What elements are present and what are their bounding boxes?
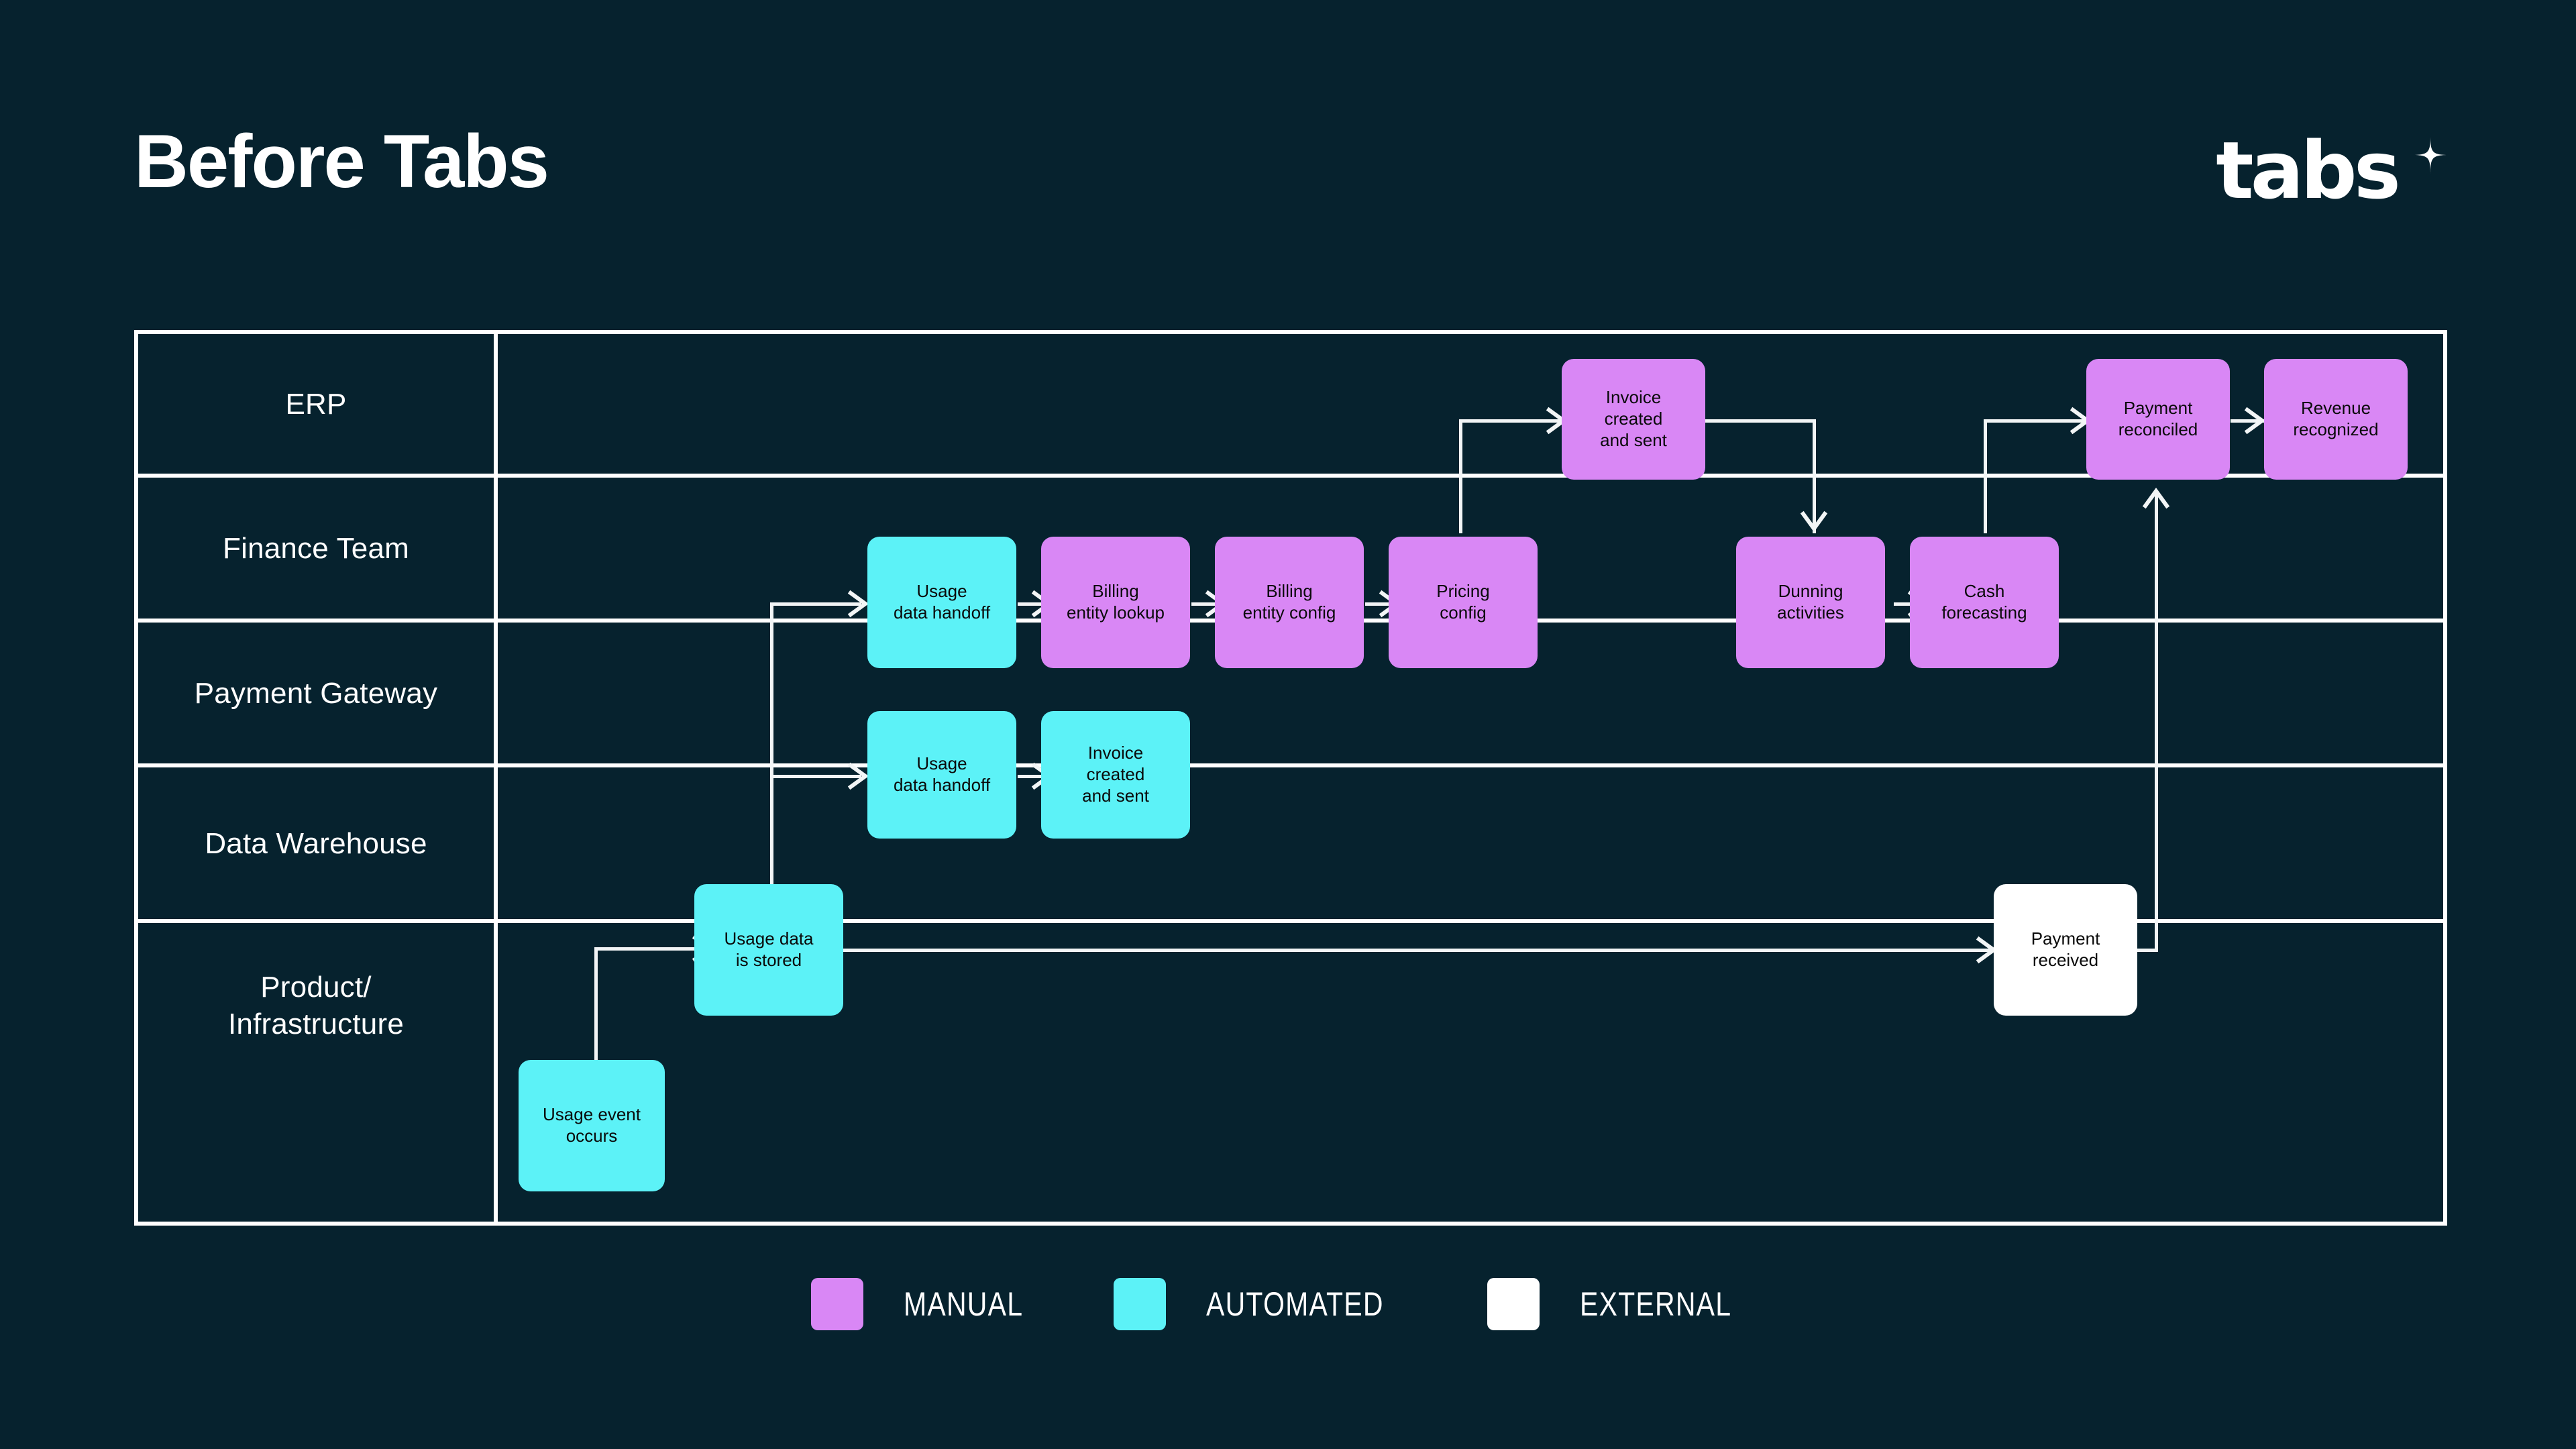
arrowhead-into-fin-usage-handoff: [847, 589, 875, 622]
node-finance-usage-data-handoff[interactable]: Usage data handoff: [867, 537, 1016, 668]
lane-divider-4: [138, 919, 2443, 923]
legend-swatch-automated: [1114, 1278, 1167, 1330]
edge-usage-stored-to-payment-received: [842, 949, 1990, 952]
edge-erp-invoice-down: [1813, 419, 1816, 533]
swimlane-frame: ERP Finance Team Payment Gateway Data Wa…: [134, 330, 2447, 1226]
lane-label-data-warehouse: Data Warehouse: [205, 826, 427, 860]
legend-item-manual: MANUAL: [810, 1278, 1049, 1330]
lane-label-finance-team: Finance Team: [223, 531, 409, 565]
node-payment-received[interactable]: Payment received: [1994, 884, 2137, 1016]
lane-label-divider: [494, 334, 498, 1222]
lane-divider-1: [138, 474, 2443, 478]
node-billing-entity-lookup[interactable]: Billing entity lookup: [1041, 537, 1190, 668]
lane-label-erp: ERP: [285, 387, 347, 421]
node-billing-entity-config[interactable]: Billing entity config: [1215, 537, 1364, 668]
edge-usage-event-right: [594, 947, 707, 951]
node-cash-forecasting[interactable]: Cash forecasting: [1910, 537, 2059, 668]
node-usage-event-occurs[interactable]: Usage event occurs: [519, 1060, 665, 1191]
arrowhead-into-pg-usage-handoff: [847, 761, 875, 794]
node-usage-data-is-stored[interactable]: Usage data is stored: [694, 884, 843, 1016]
node-gateway-usage-data-handoff[interactable]: Usage data handoff: [867, 711, 1016, 839]
lane-label-product-infrastructure: Product/ Infrastructure: [227, 970, 404, 1040]
legend-swatch-external: [1487, 1278, 1540, 1330]
edge-fin-handoff-to-lookup: [1018, 602, 1059, 606]
node-pricing-config[interactable]: Pricing config: [1389, 537, 1538, 668]
legend-label-manual: MANUAL: [903, 1285, 1024, 1323]
node-payment-reconciled[interactable]: Payment reconciled: [2086, 359, 2230, 480]
node-dunning-activities[interactable]: Dunning activities: [1736, 537, 1885, 668]
legend-item-automated: AUTOMATED: [1114, 1278, 1423, 1330]
edge-config-to-pricing: [1365, 602, 1407, 606]
arrowhead-into-dunning-activities: [1799, 510, 1829, 541]
node-revenue-recognized[interactable]: Revenue recognized: [2264, 359, 2408, 480]
edge-cash-forecasting-right: [1984, 419, 2086, 423]
legend: MANUAL AUTOMATED EXTERNAL: [0, 1278, 2576, 1330]
edge-pg-handoff-to-pg-invoice: [1018, 775, 1059, 778]
edge-cash-forecasting-up: [1984, 419, 1987, 533]
edge-pricing-right: [1459, 419, 1561, 423]
edge-usage-event-up: [594, 947, 598, 1069]
lane-divider-3: [138, 763, 2443, 767]
lane-label-payment-gateway: Payment Gateway: [194, 676, 438, 710]
edge-erp-invoice-right: [1705, 419, 1816, 423]
edge-usage-stored-trunk-up: [770, 602, 773, 887]
node-gateway-invoice-created-and-sent[interactable]: Invoice created and sent: [1041, 711, 1190, 839]
edge-trunk-to-fin-handoff: [770, 602, 861, 606]
edge-payment-received-up: [2155, 493, 2158, 949]
brand-logo: tabs: [2216, 131, 2451, 210]
sparkle-icon: [2394, 132, 2451, 193]
node-erp-invoice-created-and-sent[interactable]: Invoice created and sent: [1562, 359, 1705, 480]
page-title: Before Tabs: [134, 119, 549, 203]
legend-label-automated: AUTOMATED: [1206, 1285, 1384, 1323]
edge-pricing-up: [1459, 419, 1462, 533]
arrowhead-into-revenue-recognized: [2243, 406, 2271, 439]
legend-item-external: EXTERNAL: [1487, 1278, 1765, 1330]
legend-label-external: EXTERNAL: [1580, 1285, 1732, 1323]
edge-trunk-to-pg-handoff: [770, 775, 861, 778]
edge-reconciled-to-recognized: [2231, 419, 2272, 423]
arrowhead-up-into-payment-reconciled: [2141, 482, 2171, 513]
brand-wordmark: tabs: [2216, 124, 2401, 217]
edge-lookup-to-config: [1191, 602, 1233, 606]
edge-payment-received-right: [2137, 949, 2158, 952]
legend-swatch-manual: [810, 1278, 863, 1330]
